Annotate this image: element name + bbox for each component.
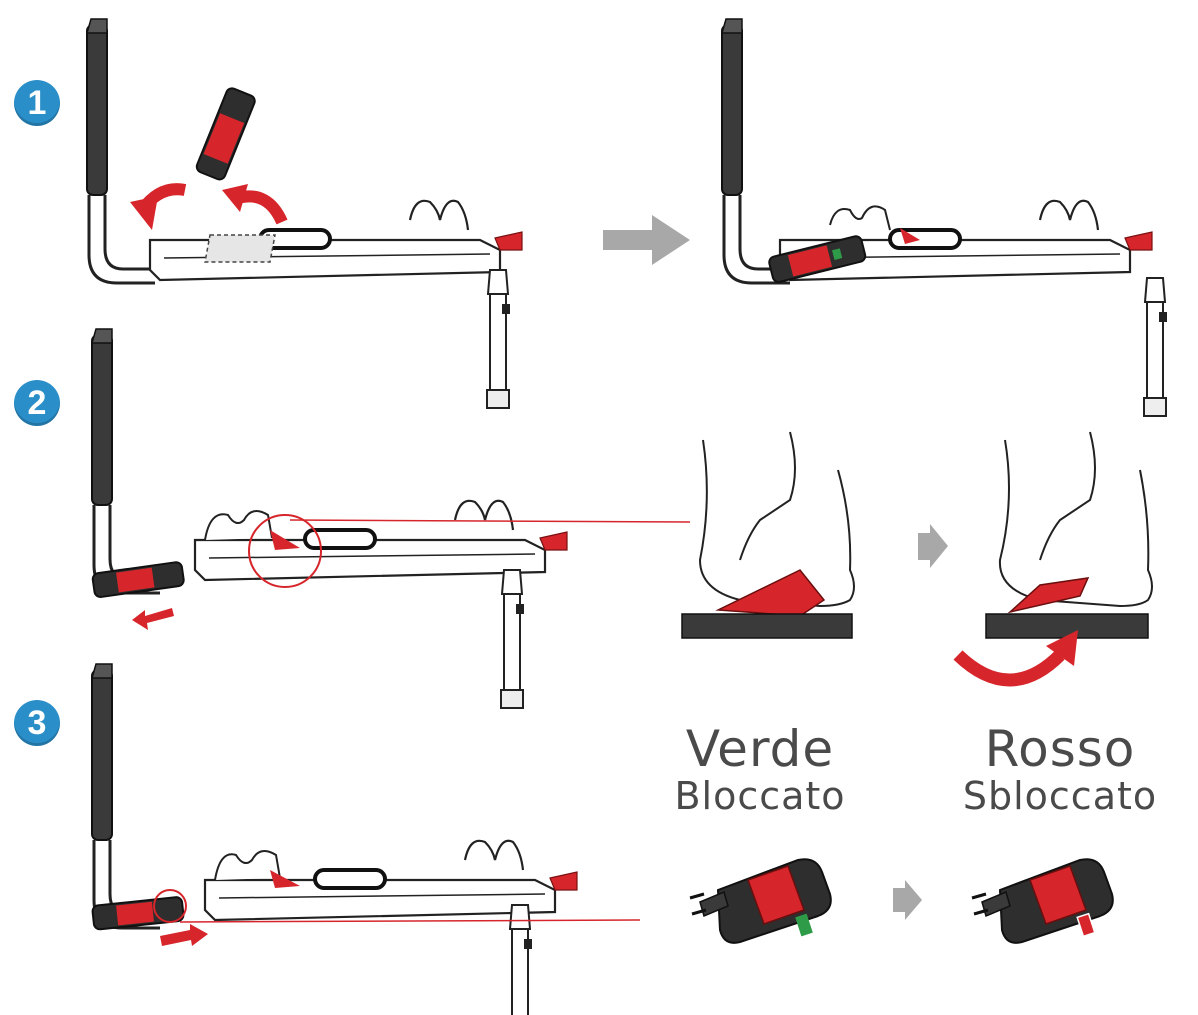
step1-after-figure [720,17,1168,417]
hand-press-figure-2 [985,431,1153,639]
unlocked-state-label: Sbloccato [962,774,1158,818]
push-arrow-icon [160,924,208,946]
locked-state-label: Bloccato [674,774,846,818]
arrow-right-icon [918,524,948,568]
step3-figure [90,662,641,1015]
unlocked-color-label: Rosso [984,720,1136,778]
push-arrow-icon [132,608,174,630]
latch-locked-green [688,857,833,945]
step2-figure [90,327,691,709]
arrow-right-icon [603,215,690,265]
arrow-right-icon [893,880,922,920]
locked-color-label: Verde [685,720,835,778]
unlocked-caption: Rosso Sbloccato [940,722,1180,816]
rotate-arrow-icon [130,183,288,230]
hand-press-figure-1 [681,431,855,639]
rotate-arrow-icon [953,630,1078,687]
locked-caption: Verde Bloccato [650,722,870,816]
step-3-badge: 3 [14,700,60,746]
step-1-badge: 1 [14,80,60,126]
step1-before-figure [85,17,524,409]
latch-unlocked-red [970,857,1115,945]
step-2-badge: 2 [14,380,60,426]
